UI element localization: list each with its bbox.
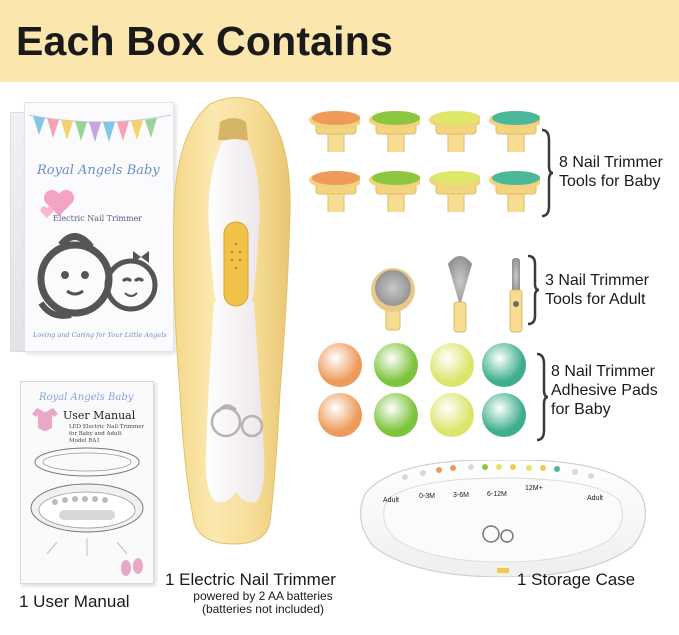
adult-tools-image xyxy=(371,256,523,333)
baby-tool-head-icon xyxy=(489,171,540,212)
pads-label: 8 Nail Trimmer Adhesive Pads for Baby xyxy=(551,363,658,418)
adult-tools-label: 3 Nail Trimmer Tools for Adult xyxy=(545,272,650,308)
bunting-icon xyxy=(28,114,172,142)
pads-group xyxy=(316,343,536,447)
adhesive-pad-icon xyxy=(430,393,474,437)
onesie-icon xyxy=(32,408,58,431)
baby-tool-head-icon xyxy=(369,111,420,152)
adhesive-pad-icon xyxy=(318,393,362,437)
adult-bit-tool-icon xyxy=(509,258,523,333)
manual-caption: 1 User Manual xyxy=(19,592,130,611)
brace-icon xyxy=(527,254,540,326)
page-title: Each Box Contains xyxy=(16,18,394,64)
product-box-front: Royal Angels Baby Electric Nail Trimmer … xyxy=(24,102,174,352)
manual-brand-text: Royal Angels Baby xyxy=(39,392,134,403)
case-diagram-icon xyxy=(30,447,144,556)
adhesive-pad-icon xyxy=(430,343,474,387)
user-manual: Royal Angels Baby User Manual LED Electr… xyxy=(20,381,154,584)
box-tagline-text: Loving and Caring for Your Little Angels xyxy=(33,331,167,339)
trimmer-note: powered by 2 AA batteries (batteries not… xyxy=(193,589,333,616)
adhesive-pad-icon xyxy=(482,393,526,437)
adhesive-pad-icon xyxy=(374,393,418,437)
adhesive-pad-icon xyxy=(482,343,526,387)
electric-trimmer-image xyxy=(173,97,291,545)
manual-title-text: User Manual xyxy=(63,409,136,422)
heart-icon xyxy=(40,189,75,218)
adult-disc-tool-icon xyxy=(371,268,415,331)
trimmer-caption: 1 Electric Nail Trimmer xyxy=(165,570,336,589)
box-product-text: Electric Nail Trimmer xyxy=(53,214,143,223)
baby-tool-head-icon xyxy=(309,111,360,152)
baby-tool-head-icon xyxy=(489,111,540,152)
baby-tool-head-icon xyxy=(369,171,420,212)
adhesive-pad-icon xyxy=(374,343,418,387)
box-brand-text: Royal Angels Baby xyxy=(37,163,160,178)
brace-icon xyxy=(541,128,554,218)
case-slot-labels: Adult 0-3M 3-6M 6-12M 12M+ Adult xyxy=(383,485,603,504)
product-box: Royal Angels Baby Electric Nail Trimmer … xyxy=(10,102,175,354)
baby-tools-group xyxy=(306,106,546,216)
storage-case-image xyxy=(359,460,647,577)
baby-feet-icon xyxy=(121,558,143,576)
baby-tool-head-icon xyxy=(429,171,480,212)
baby-tool-head-icon xyxy=(309,171,360,212)
baby-faces-logo-icon xyxy=(37,233,158,319)
baby-tools-label: 8 Nail Trimmer Tools for Baby xyxy=(559,154,664,190)
adhesive-pad-icon xyxy=(318,343,362,387)
adult-cone-tool-icon xyxy=(448,256,472,333)
baby-tool-head-icon xyxy=(429,111,480,152)
case-slot-row xyxy=(402,464,594,480)
case-caption: 1 Storage Case xyxy=(517,570,636,589)
brace-icon xyxy=(536,352,549,442)
header-banner: Each Box Contains xyxy=(0,0,679,82)
